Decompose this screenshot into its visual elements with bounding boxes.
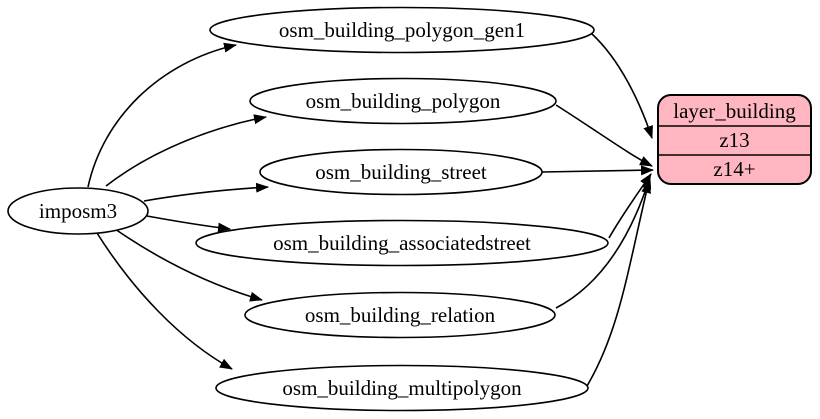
layer_building-row-z13: z13 <box>719 128 749 152</box>
osm_building_relation-label: osm_building_relation <box>305 303 496 327</box>
edge-osm_building_relation-to-z14 <box>555 176 652 309</box>
edge-imposm3-to-osm_building_associatedstreet <box>146 215 231 233</box>
osm_building_polygon_gen1-ellipse <box>209 6 595 54</box>
edge-imposm3-to-osm_building_polygon_gen1 <box>87 42 237 188</box>
node-osm_building_relation: osm_building_relation <box>244 291 556 339</box>
osm_building_polygon_gen1-label: osm_building_polygon_gen1 <box>279 18 525 42</box>
layer_building-row-z14: z14+ <box>713 157 755 181</box>
osm_building_street-label: osm_building_street <box>315 160 487 184</box>
osm_building_multipolygon-ellipse <box>215 364 589 412</box>
node-osm_building_associatedstreet: osm_building_associatedstreet <box>195 219 609 267</box>
layer_building-box <box>657 94 812 185</box>
layer_building-title: layer_building <box>673 99 796 123</box>
edge-group <box>87 33 654 387</box>
osm_building_multipolygon-label: osm_building_multipolygon <box>282 376 522 400</box>
osm_building_polygon-label: osm_building_polygon <box>306 89 501 113</box>
osm_building_polygon-ellipse <box>249 77 557 125</box>
edge-imposm3-to-osm_building_street <box>143 182 269 202</box>
imposm3-label: imposm3 <box>39 199 117 223</box>
edge-imposm3-to-osm_building_polygon <box>105 114 267 187</box>
node-imposm3: imposm3 <box>7 187 149 235</box>
osm_building_associatedstreet-ellipse <box>195 219 609 267</box>
node-osm_building_polygon: osm_building_polygon <box>249 77 557 125</box>
node-osm_building_polygon_gen1: osm_building_polygon_gen1 <box>209 6 595 54</box>
edge-osm_building_polygon_gen1-to-z13 <box>591 33 653 139</box>
osm_building_street-ellipse <box>259 148 543 196</box>
edge-imposm3-to-osm_building_relation <box>114 228 263 302</box>
edge-osm_building_multipolygon-to-z14 <box>586 180 652 387</box>
node-osm_building_street: osm_building_street <box>259 148 543 196</box>
imposm3-ellipse <box>7 187 149 235</box>
osm_building_associatedstreet-label: osm_building_associatedstreet <box>273 231 531 255</box>
edge-osm_building_street-to-z14 <box>541 165 654 176</box>
node-osm_building_multipolygon: osm_building_multipolygon <box>215 364 589 412</box>
edge-osm_building_polygon-to-z14 <box>555 104 653 167</box>
node-layer_building: layer_building z13 z14+ <box>657 94 812 185</box>
edge-imposm3-to-osm_building_multipolygon <box>96 232 233 370</box>
osm_building_relation-ellipse <box>244 291 556 339</box>
